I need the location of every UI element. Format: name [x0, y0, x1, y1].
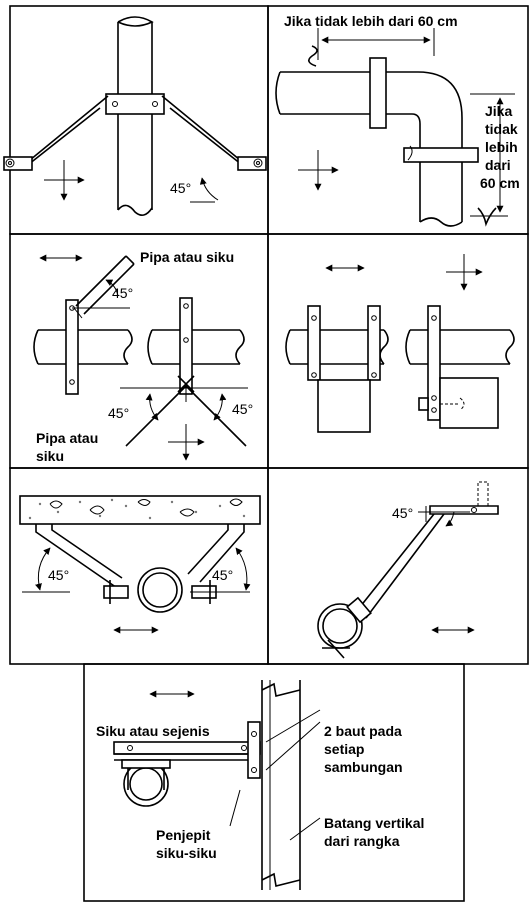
panel-7-label-clamp-2: siku-siku [156, 845, 217, 861]
panel-6-angle: 45° [392, 505, 413, 521]
panel-7-label-frame-2: dari rangka [324, 833, 400, 849]
panel-4-diagram [285, 254, 515, 433]
panel-1-frame [9, 5, 269, 235]
panel-7-label-angle: Siku atau sejenis [96, 723, 210, 739]
panel-1-angle: 45° [170, 180, 191, 196]
panel-2-top-label: Jika tidak lebih dari 60 cm [284, 13, 458, 29]
panel-3-label-top: Pipa atau siku [140, 249, 234, 265]
panel-2-diagram [275, 28, 515, 227]
panel-2-side-label-2: tidak [485, 121, 518, 137]
panel-5-angle-right: 45° [212, 567, 233, 583]
panel-7-label-bolts-2: setiap [324, 741, 364, 757]
panel-1-diagram [3, 16, 267, 216]
panel-3-label-bottom-1: Pipa atau [36, 430, 98, 446]
panel-5-angle-left: 45° [48, 567, 69, 583]
panel-3-angle-top: 45° [112, 285, 133, 301]
panel-3-diagram [33, 254, 248, 460]
panel-7-diagram [113, 680, 321, 890]
panel-6-frame [267, 467, 529, 665]
panel-2-side-label-3: lebih [485, 139, 518, 155]
panel-4-frame [267, 233, 529, 469]
panel-7-label-bolts-3: sambungan [324, 759, 403, 775]
panel-7-label-clamp-1: Penjepit [156, 827, 211, 843]
panel-3-angle-right: 45° [232, 401, 253, 417]
panel-6-diagram [317, 481, 499, 659]
panel-5-diagram [19, 495, 261, 634]
panel-3-angle-left: 45° [108, 405, 129, 421]
panel-2-side-label-5: 60 cm [480, 175, 520, 191]
panel-7-label-bolts-1: 2 baut pada [324, 723, 402, 739]
panel-2-side-label-1: Jika [485, 103, 512, 119]
panel-3-label-bottom-2: siku [36, 448, 64, 464]
panel-2-side-label-4: dari [485, 157, 511, 173]
panel-7-label-frame-1: Batang vertikal [324, 815, 424, 831]
panel-7-frame [83, 663, 465, 902]
